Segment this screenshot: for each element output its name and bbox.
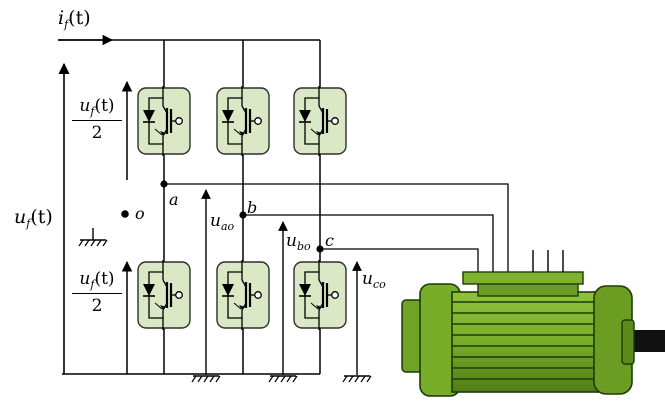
phase-wires <box>164 183 509 272</box>
ubo-label: ubo <box>286 231 311 253</box>
igbt-switch-icon <box>136 84 192 158</box>
lower-half-voltage-label: uf(t) 2 <box>72 271 122 315</box>
ground-icon <box>268 375 298 383</box>
ground-icon <box>191 375 221 383</box>
node-b-label: b <box>247 198 258 217</box>
node-c-label: c <box>325 231 334 250</box>
midpoint-o-dot <box>121 210 129 218</box>
node-b-dot <box>239 211 247 219</box>
igbt-switch-icon <box>215 84 271 158</box>
upper-half-voltage-label: uf(t) 2 <box>72 98 122 142</box>
ground-icon <box>78 239 108 247</box>
uco-label: uco <box>362 269 386 291</box>
igbt-switch-icon <box>215 258 271 332</box>
igbt-switch-icon <box>292 84 348 158</box>
motor-icon <box>401 250 665 397</box>
phase-b-wire <box>243 214 494 272</box>
ground-icon <box>342 375 372 383</box>
igbt-switch-icon <box>136 258 192 332</box>
node-c-dot <box>316 245 324 253</box>
node-a-label: a <box>169 190 179 209</box>
current-label: if(t) <box>58 7 91 31</box>
dc-voltage-label: uf(t) <box>14 206 53 230</box>
phase-a-wire <box>164 183 509 272</box>
uao-label: uao <box>210 211 235 233</box>
node-a-dot <box>160 180 168 188</box>
phase-c-wire <box>320 248 479 272</box>
node-o-label: o <box>135 204 145 223</box>
igbt-switch-icon <box>292 258 348 332</box>
